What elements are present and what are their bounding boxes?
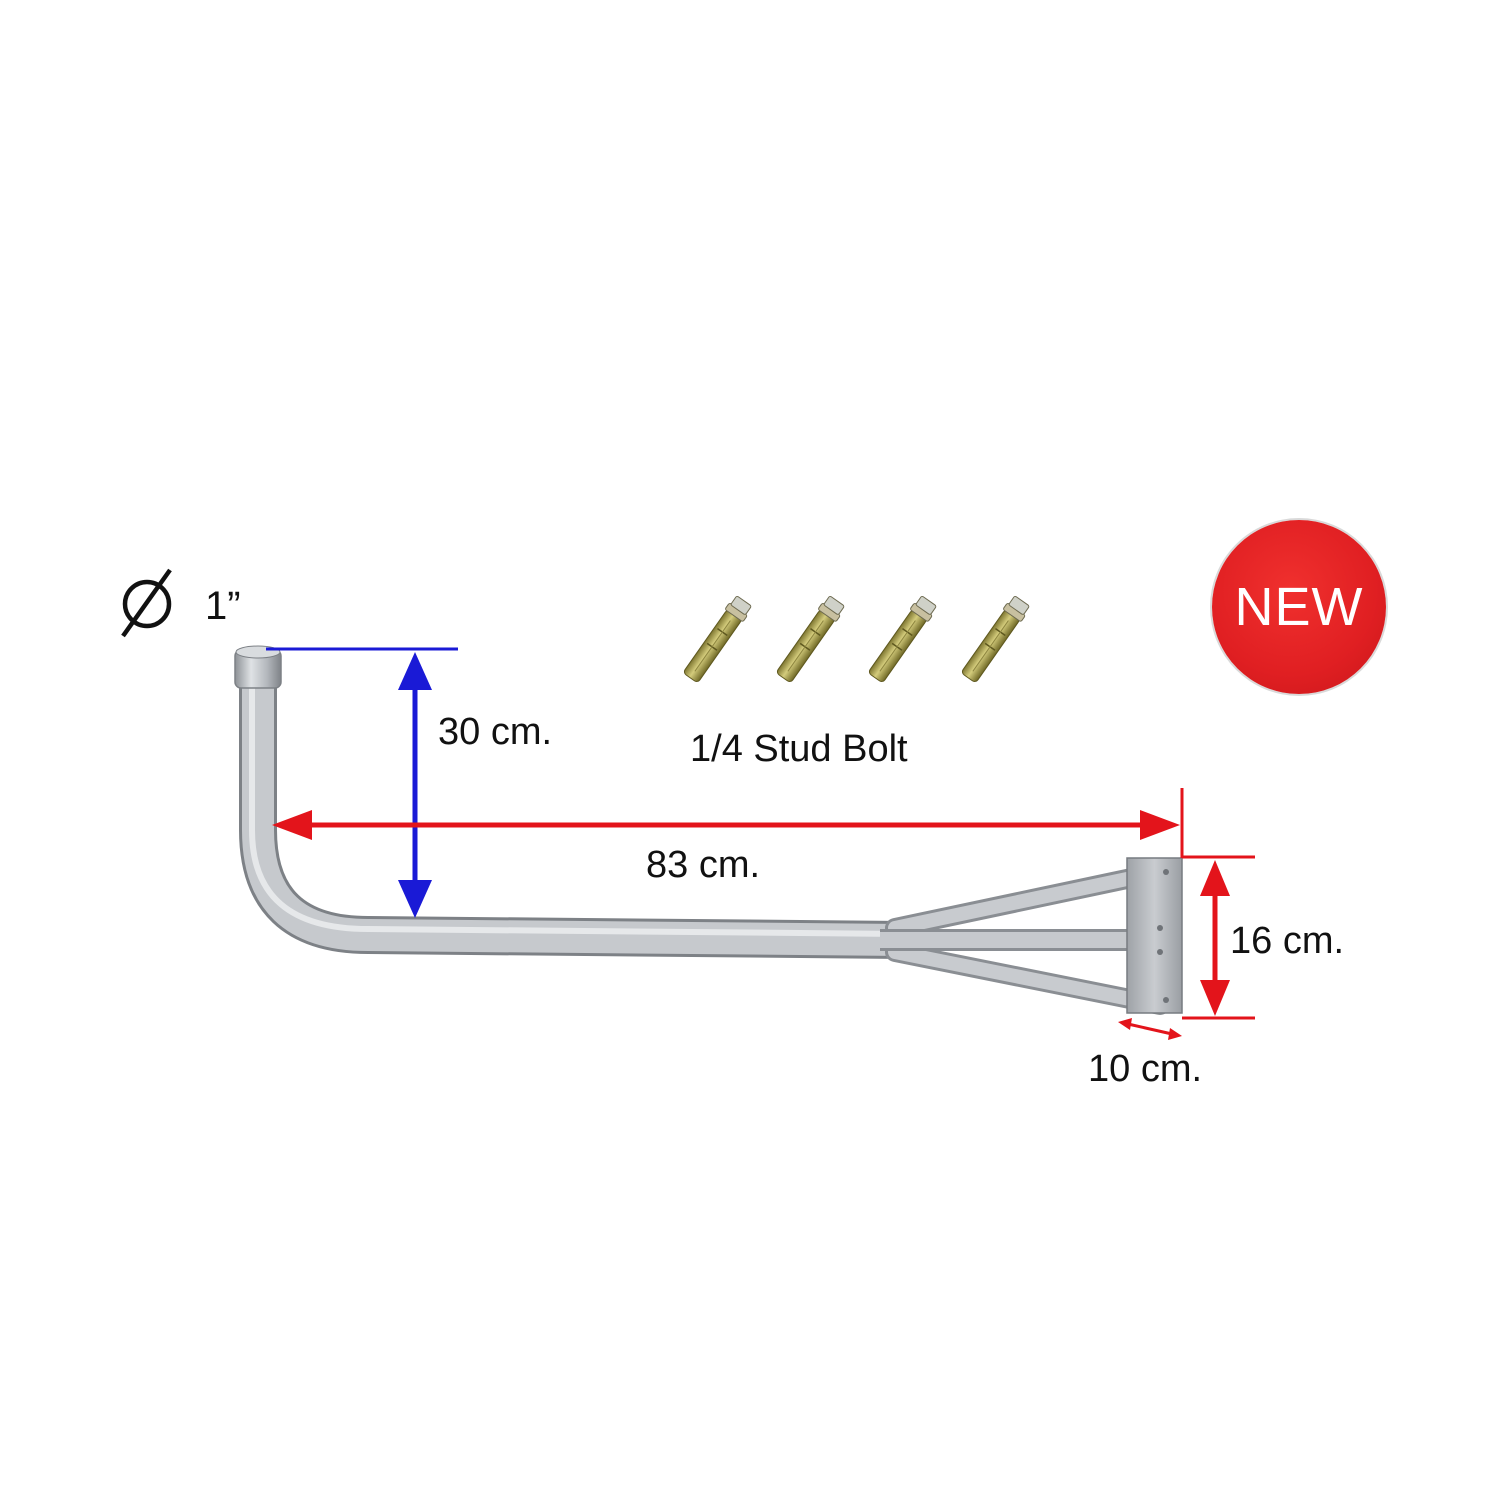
- plate-width-dimension: [1118, 1018, 1182, 1040]
- stud-bolts: [680, 593, 1032, 685]
- stud-bolt-icon: [773, 593, 847, 685]
- length-label: 83 cm.: [646, 844, 761, 886]
- bracket-struts: [880, 862, 1170, 1015]
- stud-bolt-icon: [865, 593, 939, 685]
- stud-bolt-icon: [680, 593, 754, 685]
- wall-plate: [1126, 857, 1183, 1014]
- plate-width-label: 10 cm.: [1088, 1048, 1203, 1090]
- plate-height-dimension: [1182, 855, 1255, 1020]
- stud-bolt-icon: [958, 593, 1032, 685]
- plate-height-label: 16 cm.: [1230, 920, 1345, 962]
- new-badge: NEW: [1212, 520, 1386, 694]
- bracket-pipe: [234, 645, 906, 959]
- height-label: 30 cm.: [438, 711, 553, 753]
- stud-bolt-label: 1/4 Stud Bolt: [690, 728, 908, 770]
- diameter-icon: [121, 568, 172, 638]
- diameter-label: 1”: [205, 584, 241, 628]
- new-badge-text: NEW: [1234, 577, 1364, 637]
- height-dimension: [266, 647, 458, 918]
- length-dimension: [272, 788, 1184, 858]
